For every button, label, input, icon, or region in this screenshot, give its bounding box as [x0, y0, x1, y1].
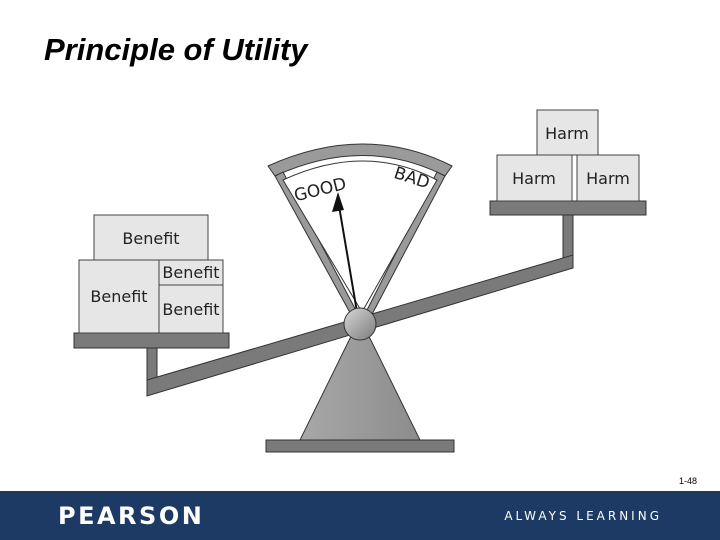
benefit-box: Benefit: [93, 214, 209, 261]
left-support-post: [146, 347, 158, 381]
harm-box: Harm: [496, 154, 573, 202]
pearson-logo: PEARSON: [58, 502, 205, 530]
pivot-ball: [343, 307, 377, 341]
harm-label: Harm: [545, 124, 589, 143]
benefit-box: Benefit: [158, 259, 224, 286]
harm-box: Harm: [536, 109, 599, 156]
gauge-frame: [267, 143, 453, 321]
utility-scale-diagram: GOOD BAD Benefit Benefit Benefit Benefit…: [73, 109, 647, 453]
left-pan: [73, 332, 230, 349]
harm-label: Harm: [586, 169, 630, 188]
footer-tagline: ALWAYS LEARNING: [504, 509, 662, 523]
footer-bar: PEARSON ALWAYS LEARNING: [0, 491, 720, 540]
benefit-label: Benefit: [90, 287, 147, 306]
harm-label: Harm: [512, 169, 556, 188]
right-pan: [489, 200, 647, 216]
benefit-box: Benefit: [78, 259, 160, 334]
slide-number: 1-48: [679, 476, 698, 486]
benefit-label: Benefit: [162, 300, 219, 319]
base-plate: [265, 439, 455, 453]
gauge-needle: [332, 192, 358, 313]
benefit-box: Benefit: [158, 284, 224, 334]
benefit-label: Benefit: [162, 263, 219, 282]
harm-box: Harm: [576, 154, 640, 202]
slide-title: Principle of Utility: [44, 32, 308, 67]
benefit-label: Benefit: [122, 229, 179, 248]
